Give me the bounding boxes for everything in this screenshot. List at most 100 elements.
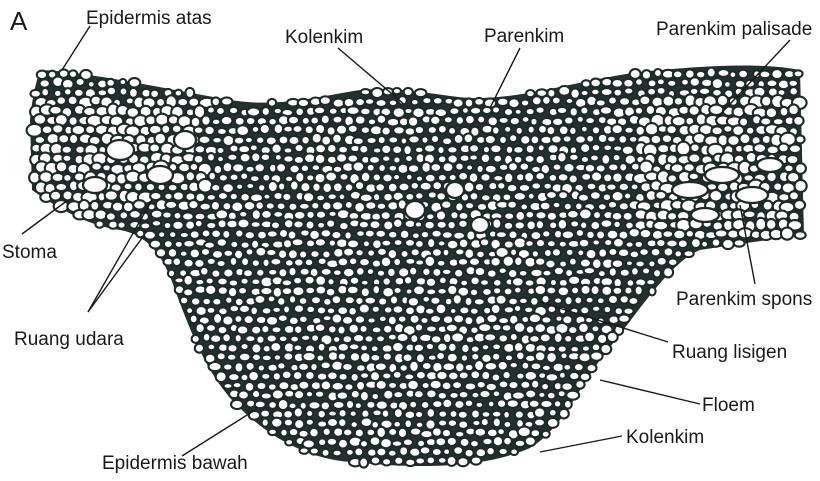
tissue-cell [288, 116, 299, 125]
tissue-cell [546, 191, 557, 199]
air-space [405, 201, 425, 219]
tissue-cell [422, 362, 432, 370]
tissue-cell [351, 373, 359, 382]
tissue-cell [347, 286, 359, 295]
tissue-cell [674, 250, 682, 257]
tissue-cell [549, 222, 557, 230]
tissue-cell [299, 250, 307, 258]
tissue-cell [394, 457, 403, 465]
tissue-cell [789, 191, 799, 200]
tissue-cell [306, 419, 314, 426]
tissue-cell [571, 287, 579, 295]
tissue-cell [677, 142, 691, 156]
tissue-cell [339, 409, 347, 417]
tissue-cell [781, 228, 794, 240]
tissue-cell [481, 153, 490, 163]
tissue-cell [251, 152, 260, 162]
tissue-cell [274, 354, 281, 360]
tissue-cell [431, 163, 442, 172]
tissue-cell [221, 97, 232, 105]
tissue-cell [447, 146, 457, 153]
tissue-cell [383, 220, 393, 230]
tissue-cell [590, 351, 602, 360]
tissue-cell [238, 391, 249, 400]
leaf-tissue [27, 66, 807, 468]
tissue-cell [603, 193, 611, 201]
tissue-cell [443, 162, 454, 172]
tissue-cell [448, 419, 457, 427]
tissue-cell [311, 202, 319, 210]
tissue-cell [544, 249, 552, 257]
tissue-cell [673, 71, 683, 79]
tissue-cell [528, 126, 535, 134]
tissue-cell [486, 314, 497, 323]
tissue-cell [321, 381, 332, 391]
tissue-cell [497, 182, 505, 190]
tissue-cell [183, 289, 193, 297]
tissue-cell [118, 222, 126, 229]
tissue-cell [252, 209, 261, 220]
tissue-cell [646, 279, 655, 285]
tissue-cell [388, 183, 398, 193]
tissue-cell [470, 277, 479, 286]
tissue-cell [485, 165, 497, 174]
tissue-cell [422, 382, 430, 389]
tissue-cell [236, 184, 243, 190]
air-space [691, 208, 719, 222]
tissue-cell [312, 133, 322, 144]
tissue-cell [404, 276, 412, 284]
tissue-cell [459, 391, 469, 398]
tissue-cell [499, 381, 509, 389]
tissue-cell [654, 69, 662, 77]
tissue-cell [587, 364, 597, 372]
tissue-cell [310, 363, 317, 371]
tissue-cell [542, 431, 550, 438]
tissue-cell [771, 69, 782, 79]
tissue-cell [493, 175, 503, 181]
tissue-cell [485, 135, 496, 144]
tissue-cell [590, 221, 600, 230]
tissue-cell [294, 156, 304, 164]
tissue-cell [526, 220, 536, 230]
tissue-cell [321, 115, 330, 125]
tissue-cell [415, 221, 422, 227]
tissue-cell [415, 89, 427, 97]
tissue-cell [266, 202, 275, 209]
tissue-cell [359, 258, 370, 266]
tissue-cell [519, 298, 528, 304]
tissue-cell [257, 231, 267, 240]
tissue-cell [550, 279, 557, 286]
tissue-cell [430, 116, 440, 125]
tissue-cell [560, 352, 567, 359]
tissue-cell [315, 391, 324, 398]
tissue-cell [306, 174, 314, 181]
tissue-cell [383, 390, 393, 400]
tissue-cell [688, 154, 700, 163]
tissue-cell [354, 448, 363, 457]
tissue-cell [547, 212, 557, 221]
tissue-cell [422, 97, 431, 104]
tissue-cell [557, 107, 567, 114]
tissue-cell [311, 334, 319, 342]
tissue-cell [360, 108, 371, 116]
tissue-cell [295, 108, 304, 117]
tissue-cell [260, 287, 272, 295]
tissue-cell [254, 163, 265, 172]
tissue-cell [333, 450, 342, 457]
label-stoma: Stoma [2, 242, 57, 263]
tissue-cell [596, 230, 605, 239]
tissue-cell [316, 195, 325, 202]
tissue-cell [261, 373, 270, 380]
tissue-cell [427, 238, 435, 248]
tissue-cell [150, 240, 161, 249]
tissue-cell [436, 371, 447, 380]
tissue-cell [239, 353, 251, 362]
tissue-cell [547, 144, 558, 154]
tissue-cell [294, 345, 303, 352]
tissue-cell [591, 172, 602, 182]
tissue-cell [212, 97, 220, 106]
tissue-cell [564, 116, 574, 124]
tissue-cell [618, 314, 630, 322]
tissue-cell [223, 269, 233, 278]
cell-layer [27, 68, 807, 468]
